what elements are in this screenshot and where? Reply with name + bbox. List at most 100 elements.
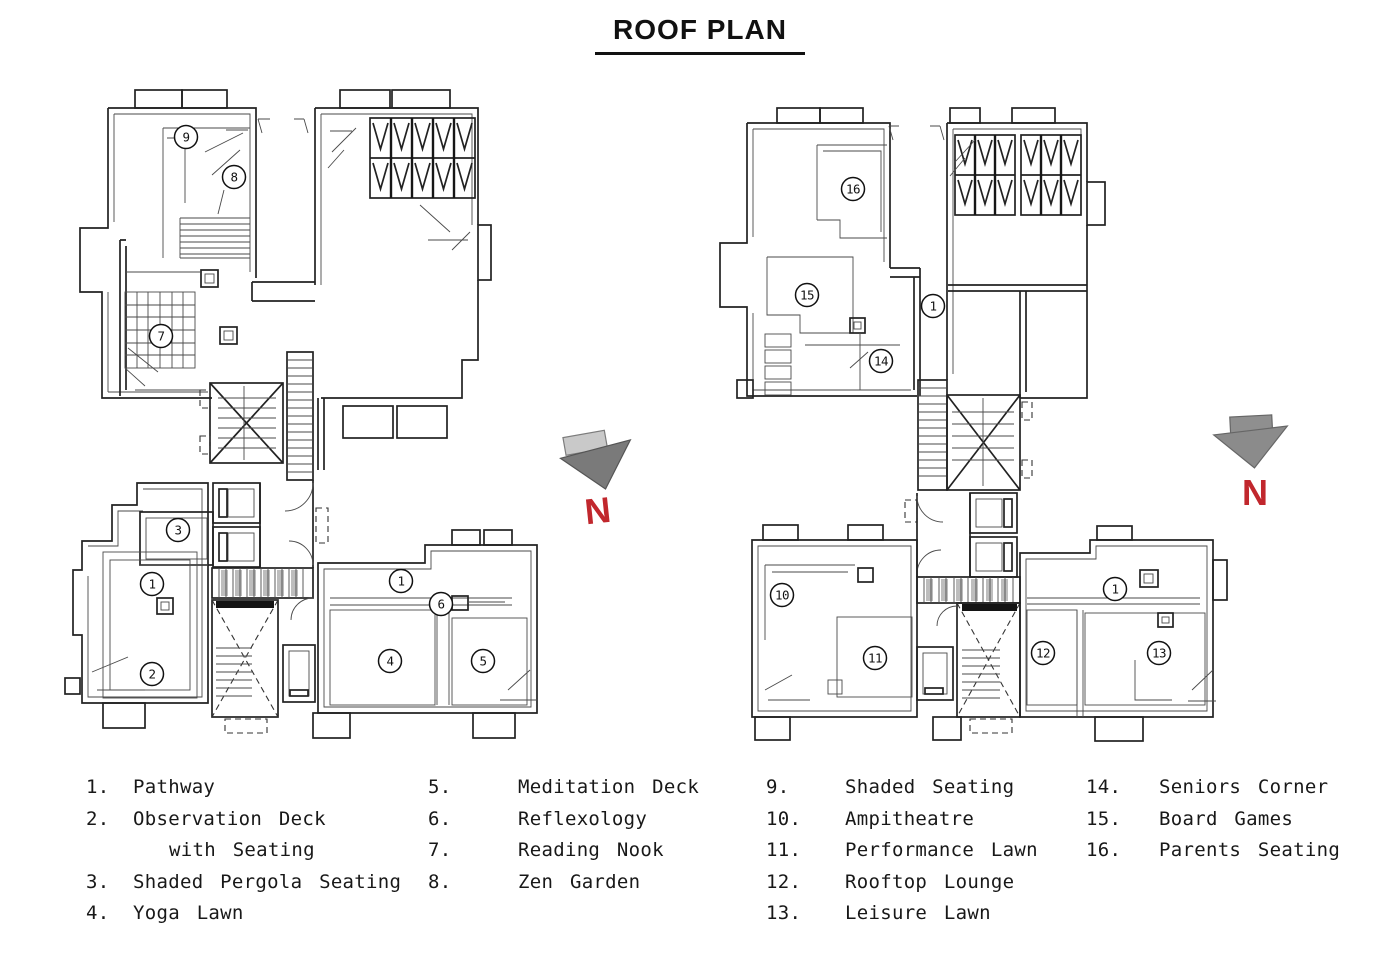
room-marker-13: 13 bbox=[1146, 640, 1172, 666]
louver-hatch-panel-right bbox=[954, 134, 1082, 216]
legend-item-text: Performance Lawn bbox=[845, 839, 1038, 861]
north-label-left: N bbox=[583, 489, 613, 532]
legend-item: 2. Observation Deck bbox=[86, 804, 401, 836]
legend-item-num: 11. bbox=[766, 839, 802, 861]
right-plan-southeast-block bbox=[1019, 525, 1228, 742]
legend-item: 13. Leisure Lawn bbox=[766, 898, 1038, 930]
north-arrow-left: N bbox=[559, 429, 632, 532]
room-marker-15: 15 bbox=[794, 282, 820, 308]
legend-item: 5.Meditation Deck bbox=[428, 772, 699, 804]
svg-text:3: 3 bbox=[174, 523, 181, 538]
legend-item-text: Reading Nook bbox=[518, 839, 664, 861]
legend-item-text: Ampitheatre bbox=[845, 807, 975, 830]
legend-item-text: Observation Deck bbox=[133, 807, 326, 830]
legend-item-num: 15. bbox=[1086, 807, 1122, 830]
legend-item-num: 10. bbox=[766, 807, 802, 830]
svg-text:16: 16 bbox=[846, 182, 860, 197]
legend-item-text: Parents Seating bbox=[1159, 839, 1341, 861]
legend-item-num: 2. bbox=[86, 807, 110, 830]
svg-text:10: 10 bbox=[775, 588, 789, 603]
north-arrow-right: N bbox=[1212, 414, 1289, 513]
svg-text:9: 9 bbox=[182, 130, 189, 145]
room-marker-1c: 1 bbox=[920, 293, 946, 319]
room-marker-9: 9 bbox=[173, 124, 199, 150]
legend-column-1: 1. Pathway 2. Observation Deck with Seatin… bbox=[86, 772, 401, 930]
right-plan-southwest-block bbox=[751, 524, 918, 741]
svg-text:13: 13 bbox=[1152, 646, 1166, 661]
room-marker-2: 2 bbox=[139, 661, 165, 687]
legend-item-text: Pathway bbox=[133, 776, 216, 798]
svg-text:11: 11 bbox=[868, 651, 882, 666]
legend-item-num: 12. bbox=[766, 870, 802, 893]
legend-item-num: 1. bbox=[86, 776, 110, 798]
legend-item-text: Seniors Corner bbox=[1159, 776, 1329, 798]
legend-item-num: 7. bbox=[428, 839, 452, 861]
legend-item: 3.Shaded Pergola Seating bbox=[86, 867, 401, 899]
svg-text:1: 1 bbox=[148, 577, 155, 592]
legend-item-text: Board Games bbox=[1159, 807, 1294, 830]
legend-item: 10. Ampitheatre bbox=[766, 804, 1038, 836]
svg-text:7: 7 bbox=[157, 329, 164, 344]
room-marker-14: 14 bbox=[868, 348, 894, 374]
room-marker-1d: 1 bbox=[1102, 576, 1128, 602]
room-marker-5: 5 bbox=[470, 648, 496, 674]
right-plan-northwest-block bbox=[719, 107, 945, 399]
legend-item-text: with Seating bbox=[169, 839, 315, 861]
svg-text:14: 14 bbox=[874, 354, 888, 369]
svg-text:1: 1 bbox=[397, 574, 404, 589]
legend-item-num: 9. bbox=[766, 776, 790, 798]
svg-text:12: 12 bbox=[1036, 646, 1050, 661]
svg-text:1: 1 bbox=[1111, 582, 1118, 597]
room-marker-1b: 1 bbox=[388, 568, 414, 594]
legend-item-text: Leisure Lawn bbox=[845, 902, 991, 924]
left-plan: 9 8 7 3 1 2 1 6 4 5 bbox=[64, 89, 538, 739]
legend-item-num: 4. bbox=[86, 902, 110, 924]
north-arrow-left-head bbox=[559, 439, 632, 490]
legend-item-num bbox=[86, 835, 133, 867]
legend-item: 7. Reading Nook bbox=[428, 835, 699, 867]
louver-hatch-panel bbox=[369, 117, 476, 199]
legend-column-3: 9.Shaded Seating 10. Ampitheatre 11. Perfo… bbox=[766, 772, 1038, 930]
room-marker-12: 12 bbox=[1030, 640, 1056, 666]
svg-text:4: 4 bbox=[386, 654, 393, 669]
room-marker-3: 3 bbox=[165, 517, 191, 543]
room-marker-10: 10 bbox=[769, 582, 795, 608]
legend-item-num: 8. bbox=[428, 870, 452, 893]
left-plan-southeast-block bbox=[312, 529, 538, 739]
legend-item: 12. Rooftop Lounge bbox=[766, 867, 1038, 899]
right-plan: 16 15 1 14 10 11 12 1 13 bbox=[719, 107, 1228, 742]
legend-item-num: 16. bbox=[1086, 839, 1122, 861]
legend-item-num: 14. bbox=[1086, 776, 1122, 798]
legend-item: 9.Shaded Seating bbox=[766, 772, 1038, 804]
svg-text:6: 6 bbox=[437, 597, 444, 612]
svg-text:8: 8 bbox=[230, 170, 237, 185]
room-marker-11: 11 bbox=[862, 645, 888, 671]
legend-item: 1. Pathway bbox=[86, 772, 401, 804]
room-marker-7: 7 bbox=[148, 323, 174, 349]
left-plan-southwest-block bbox=[64, 482, 214, 729]
sheet-title-wrap: ROOF PLAN bbox=[0, 14, 1400, 55]
legend-item-text: Zen Garden bbox=[518, 870, 641, 893]
legend-item-text: Yoga Lawn bbox=[133, 902, 244, 924]
left-plan-northwest-block bbox=[79, 89, 309, 399]
legend-item: 15. Board Games bbox=[1086, 804, 1340, 836]
right-plan-northeast-block bbox=[946, 107, 1106, 399]
svg-text:15: 15 bbox=[800, 288, 814, 303]
left-plan-northeast-block bbox=[251, 89, 492, 470]
legend-item-num: 5. bbox=[428, 776, 452, 798]
room-marker-6: 6 bbox=[428, 591, 454, 617]
left-plan-core bbox=[199, 351, 329, 734]
legend-column-2: 5.Meditation Deck 6.Reflexology 7.Readin… bbox=[428, 772, 699, 898]
room-marker-4: 4 bbox=[377, 648, 403, 674]
legend-item: 8. Zen Garden bbox=[428, 867, 699, 899]
legend-item-continuation: with Seating bbox=[86, 835, 401, 867]
sheet-title: ROOF PLAN bbox=[595, 14, 805, 55]
legend-item-num: 3. bbox=[86, 870, 110, 893]
room-marker-1a: 1 bbox=[139, 571, 165, 597]
legend-item-num: 13. bbox=[766, 902, 802, 924]
svg-text:1: 1 bbox=[929, 299, 936, 314]
legend-item: 11. Performance Lawn bbox=[766, 835, 1038, 867]
legend-item: 4. Yoga Lawn bbox=[86, 898, 401, 930]
legend-item-text: Rooftop Lounge bbox=[845, 870, 1015, 893]
